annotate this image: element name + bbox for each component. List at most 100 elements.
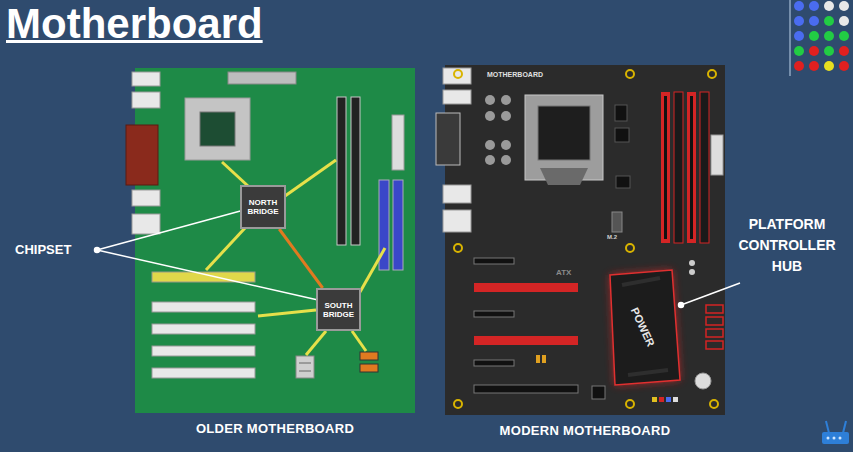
router-icon bbox=[822, 432, 849, 444]
dot-grid bbox=[794, 31, 804, 41]
modern-board bbox=[615, 105, 627, 121]
modern-board bbox=[443, 90, 471, 104]
modern-board bbox=[610, 270, 680, 385]
form-factor-label: ATX bbox=[556, 268, 571, 278]
modern-board bbox=[628, 370, 668, 375]
older-board bbox=[360, 352, 378, 360]
modern-board bbox=[622, 278, 668, 375]
modern-board bbox=[695, 373, 711, 389]
older-board bbox=[135, 68, 415, 413]
modern-board bbox=[501, 140, 511, 150]
modern-board bbox=[659, 397, 664, 402]
dot-grid bbox=[789, 0, 791, 76]
chipset-chip: NORTH BRIDGE bbox=[240, 185, 286, 229]
modern-board bbox=[592, 386, 605, 399]
router-icon bbox=[839, 437, 842, 440]
older-board bbox=[126, 125, 158, 185]
router-icon bbox=[833, 437, 836, 440]
bus-wire bbox=[258, 310, 316, 316]
modern-board bbox=[501, 95, 511, 105]
modern-board bbox=[706, 329, 723, 337]
modern-board bbox=[706, 341, 723, 349]
modern-board bbox=[652, 397, 657, 402]
modern-board bbox=[474, 311, 514, 317]
modern-board bbox=[674, 92, 683, 243]
modern-board bbox=[485, 95, 495, 105]
modern-board bbox=[501, 111, 511, 121]
dot-grid bbox=[839, 1, 849, 11]
dot-grid bbox=[839, 46, 849, 56]
dot-grid bbox=[824, 16, 834, 26]
modern-board bbox=[706, 305, 723, 313]
modern-board bbox=[454, 244, 462, 252]
modern-board bbox=[454, 400, 462, 408]
dot-grid bbox=[794, 46, 804, 56]
older-board bbox=[360, 364, 378, 372]
older-board bbox=[393, 180, 403, 270]
dot-grid bbox=[839, 16, 849, 26]
dot-grid bbox=[839, 61, 849, 71]
router-icon bbox=[843, 421, 846, 433]
dot-grid bbox=[794, 1, 804, 11]
modern-board bbox=[687, 92, 696, 243]
router-icon bbox=[826, 421, 829, 433]
older-board bbox=[132, 72, 160, 86]
older-board bbox=[126, 68, 415, 413]
bus-wire bbox=[352, 331, 366, 351]
modern-board bbox=[706, 305, 723, 349]
modern-board bbox=[661, 92, 670, 243]
chip-label: SOUTH BRIDGE bbox=[321, 301, 357, 319]
dot-grid bbox=[809, 16, 819, 26]
older-board bbox=[296, 356, 314, 378]
modern-board bbox=[610, 270, 680, 385]
callout-label: CHIPSET bbox=[15, 242, 71, 258]
dot-grid bbox=[824, 31, 834, 41]
modern-board bbox=[615, 128, 629, 142]
modern-board bbox=[690, 96, 693, 239]
modern-board bbox=[626, 244, 634, 252]
modern-board bbox=[536, 355, 540, 363]
modern-board bbox=[443, 210, 471, 232]
older-board bbox=[132, 214, 160, 234]
dot-grid bbox=[824, 1, 834, 11]
modern-board bbox=[454, 70, 462, 78]
modern-board bbox=[485, 155, 495, 165]
modern-board bbox=[710, 400, 718, 408]
older-board bbox=[299, 363, 311, 364]
bus-wire bbox=[306, 331, 326, 355]
dot-grid bbox=[790, 0, 849, 76]
heatsink-logo: POWER bbox=[629, 306, 657, 349]
modern-board bbox=[689, 260, 695, 266]
callout-label: PLATFORM CONTROLLER HUB bbox=[728, 214, 846, 277]
older-board bbox=[132, 190, 160, 206]
older-board bbox=[351, 97, 360, 245]
modern-board bbox=[673, 397, 678, 402]
modern-board bbox=[538, 106, 590, 160]
chipset-heatsink: POWER bbox=[608, 272, 678, 382]
older-board bbox=[299, 371, 311, 372]
board-caption: OLDER MOTHERBOARD bbox=[135, 421, 415, 437]
modern-board bbox=[622, 278, 660, 285]
modern-board bbox=[474, 283, 578, 292]
modern-board bbox=[443, 68, 471, 84]
dot-grid bbox=[809, 31, 819, 41]
modern-board bbox=[474, 360, 514, 366]
older-board bbox=[200, 112, 235, 146]
leader-line bbox=[97, 250, 318, 300]
slide-title: Motherboard bbox=[6, 0, 263, 48]
modern-board bbox=[616, 176, 630, 188]
modern-board bbox=[666, 397, 671, 402]
older-board bbox=[132, 92, 160, 108]
older-board bbox=[152, 368, 255, 378]
modern-board bbox=[445, 65, 725, 415]
modern-board bbox=[525, 95, 603, 180]
modern-board bbox=[711, 135, 723, 175]
bus-wire bbox=[222, 162, 248, 186]
modern-board bbox=[485, 111, 495, 121]
dot-grid bbox=[794, 16, 804, 26]
modern-board bbox=[474, 385, 578, 393]
older-board bbox=[392, 115, 404, 170]
